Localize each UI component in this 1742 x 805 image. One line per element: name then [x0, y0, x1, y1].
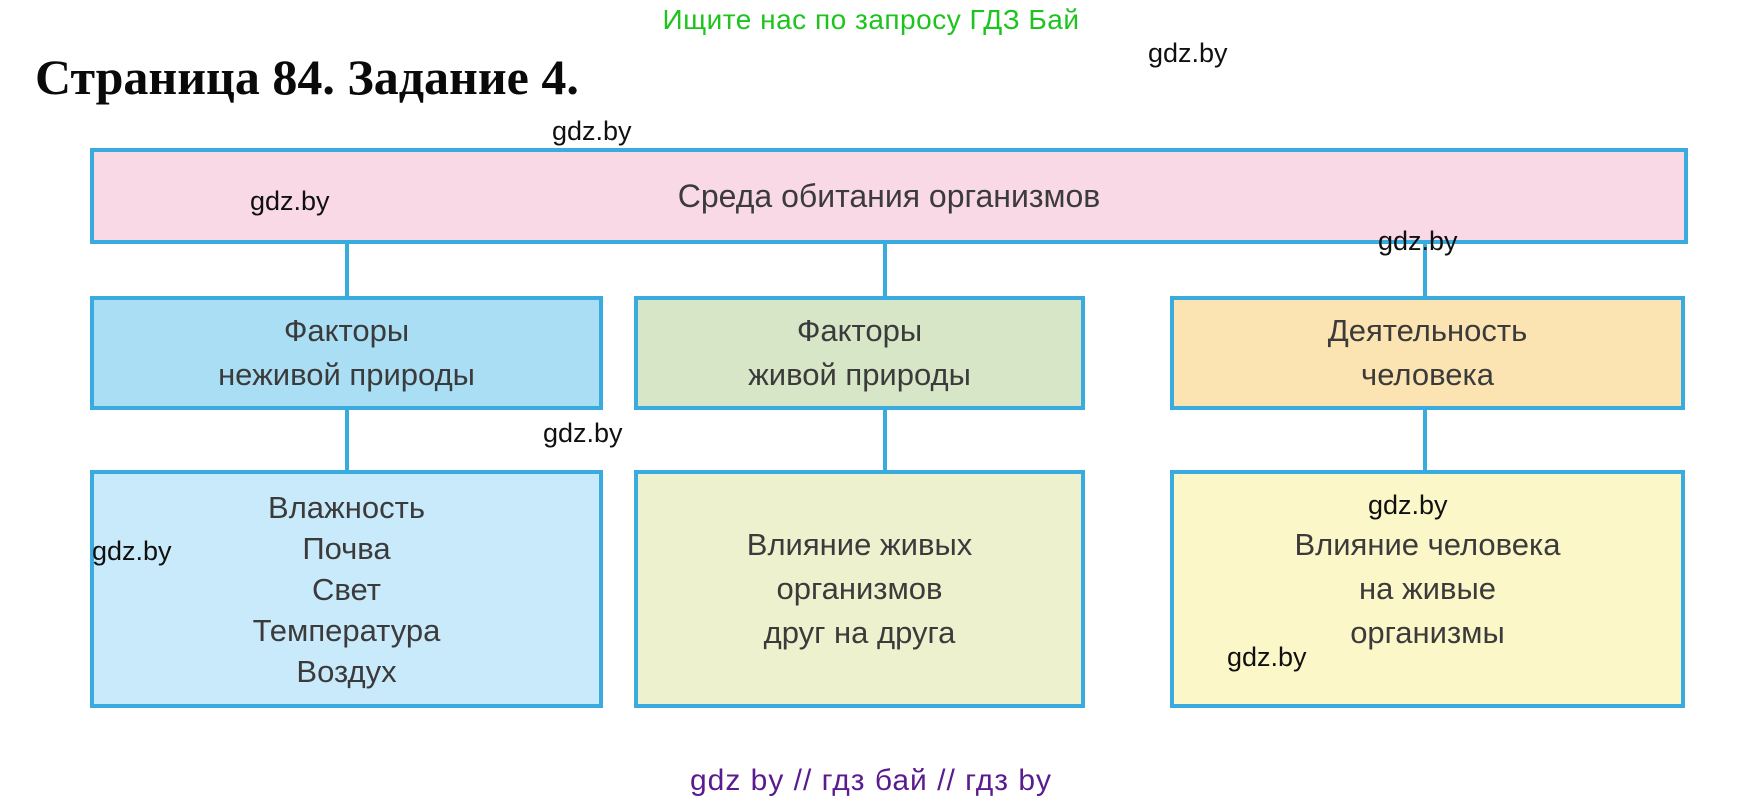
connector-root-to-abiotic	[345, 240, 349, 298]
connector-root-to-biotic	[883, 240, 887, 298]
diagram-box-biotic-factors: Факторы живой природы	[634, 296, 1085, 410]
connector-abiotic-to-examples	[345, 408, 349, 472]
watermark-between-rows: gdz.by	[543, 418, 623, 448]
diagram-root-box: Среда обитания организмов	[90, 148, 1688, 244]
watermark-mid-right: gdz.by	[1378, 226, 1458, 256]
connector-human-to-examples	[1423, 408, 1427, 472]
diagram-box-human-activity: Деятельность человека	[1170, 296, 1685, 410]
watermark-in-root: gdz.by	[250, 186, 330, 216]
promo-banner-text: Ищите нас по запросу ГДЗ Бай	[662, 4, 1080, 35]
diagram-box-abiotic-factors: Факторы неживой природы	[90, 296, 603, 410]
footer-keywords: gdz by // гдз бай // гдз by	[689, 764, 1053, 797]
page-title: Страница 84. Задание 4.	[35, 49, 579, 105]
watermark-in-abiotic-examples: gdz.by	[92, 536, 172, 566]
diagram-box-human-examples: Влияние человека на живые организмы	[1170, 470, 1685, 708]
watermark-top-right: gdz.by	[1148, 38, 1228, 68]
watermark-above-root: gdz.by	[552, 116, 632, 146]
connector-biotic-to-examples	[883, 408, 887, 472]
diagram-box-biotic-examples: Влияние живых организмов друг на друга	[634, 470, 1085, 708]
connector-root-to-human	[1423, 240, 1427, 298]
watermark-in-human-examples-bottom: gdz.by	[1227, 642, 1307, 672]
watermark-in-human-examples-top: gdz.by	[1368, 490, 1448, 520]
diagram-box-abiotic-examples: Влажность Почва Свет Температура Воздух	[90, 470, 603, 708]
